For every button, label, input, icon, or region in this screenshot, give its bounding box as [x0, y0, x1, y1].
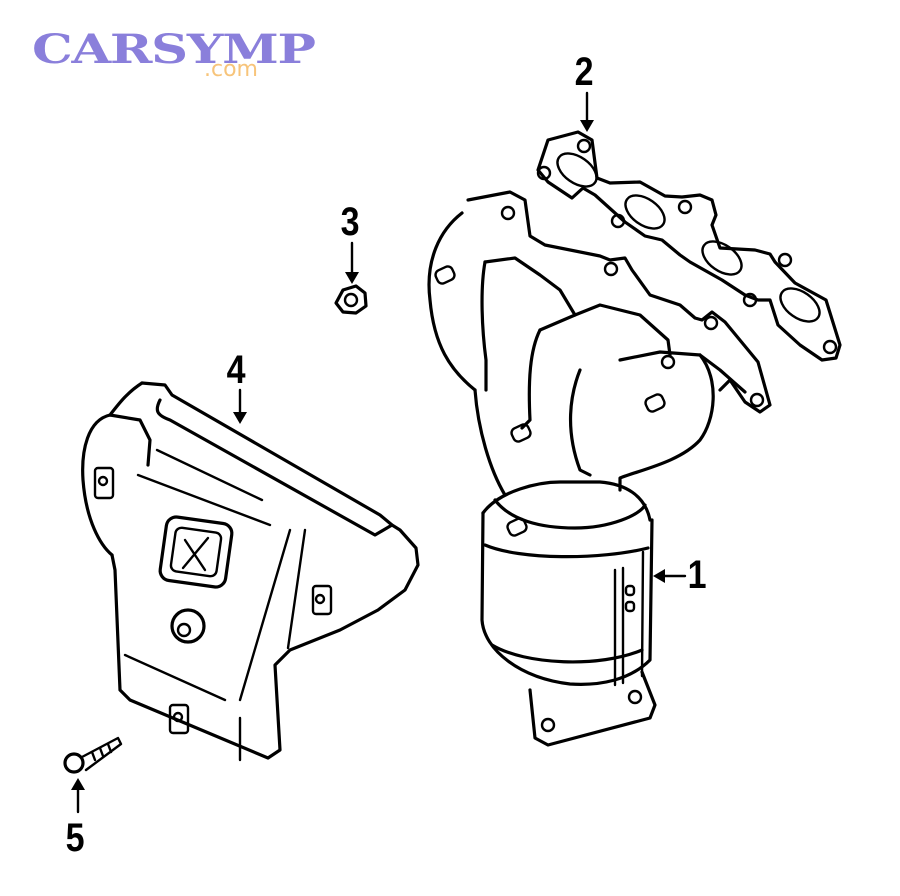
callout-2[interactable]: 2 — [574, 50, 594, 94]
manifold-studs — [434, 205, 765, 537]
heat-shield-part — [81, 381, 420, 762]
callout-1[interactable]: 1 — [687, 553, 707, 597]
bolt-part — [63, 736, 123, 774]
callout-4[interactable]: 4 — [226, 348, 246, 392]
manifold-converter-part — [427, 190, 772, 747]
gasket-part — [536, 130, 842, 362]
logo-domain-text: .com — [204, 57, 258, 82]
nut-part — [334, 284, 368, 315]
logo-brand-text: CARSYMP — [32, 26, 316, 73]
carsymp-logo[interactable]: CARSYMP .com — [32, 28, 316, 88]
callout-3[interactable]: 3 — [340, 200, 360, 244]
callout-arrows — [71, 91, 687, 814]
callout-5[interactable]: 5 — [65, 816, 85, 860]
